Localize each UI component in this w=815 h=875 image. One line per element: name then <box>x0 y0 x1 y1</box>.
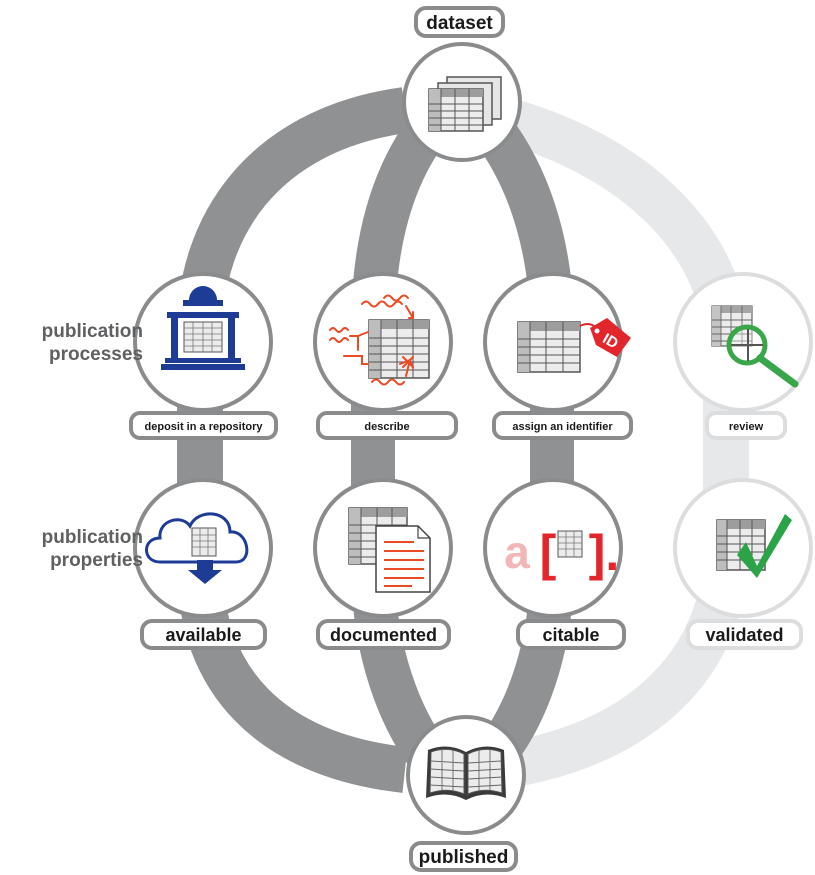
id-tag-table-icon: ID <box>517 318 631 373</box>
property-labels: available documented citable validated <box>140 619 803 650</box>
property-available <box>133 478 273 618</box>
process-label-identifier: assign an identifier <box>512 421 613 433</box>
property-label-citable: citable <box>542 625 599 645</box>
citation-close-bracket: ]. <box>589 525 620 581</box>
open-book-table-icon <box>426 746 506 800</box>
process-repository <box>133 272 273 412</box>
process-label-repository: deposit in a repository <box>145 421 264 433</box>
published-label: published <box>419 847 509 868</box>
property-citable: a [ ]. <box>483 478 623 618</box>
dataset-pill <box>414 6 505 38</box>
table-document-icon <box>348 507 431 593</box>
row-label-properties: publication properties <box>42 526 143 572</box>
published-node: published <box>406 715 526 872</box>
process-describe <box>313 272 453 412</box>
dataset-label: dataset <box>426 13 493 34</box>
row-label-processes-line1: publication <box>41 321 143 342</box>
row-label-processes: publication processes <box>42 320 143 366</box>
row-label-properties-line1: publication <box>41 527 143 548</box>
property-label-available: available <box>165 625 241 645</box>
stacked-tables-icon <box>428 76 502 132</box>
row-label-properties-line2: properties <box>50 550 143 571</box>
paths <box>177 87 749 793</box>
published-pill <box>409 841 518 872</box>
magnifier-table-icon <box>711 305 799 388</box>
checkmark-table-icon <box>716 514 792 578</box>
annotated-table-icon <box>329 294 430 386</box>
property-label-validated: validated <box>705 625 783 645</box>
citation-letter: a <box>504 526 530 578</box>
citation-bracket-icon: a [ ]. <box>504 525 619 581</box>
process-label-review: review <box>729 421 764 433</box>
citation-open-bracket: [ <box>540 525 557 581</box>
process-label-describe: describe <box>364 421 409 433</box>
property-label-documented: documented <box>330 625 437 645</box>
path-review-track <box>458 87 749 793</box>
process-identifier: ID <box>483 272 631 412</box>
process-review <box>673 272 813 412</box>
process-labels: deposit in a repository describe assign … <box>129 411 787 440</box>
property-documented <box>313 478 453 618</box>
citable-circle <box>483 478 623 618</box>
cloud-download-icon <box>145 512 249 584</box>
row-label-processes-line2: processes <box>48 344 143 365</box>
property-validated <box>673 478 813 618</box>
repository-building-icon <box>161 286 245 370</box>
dataset-node: dataset <box>402 6 522 162</box>
